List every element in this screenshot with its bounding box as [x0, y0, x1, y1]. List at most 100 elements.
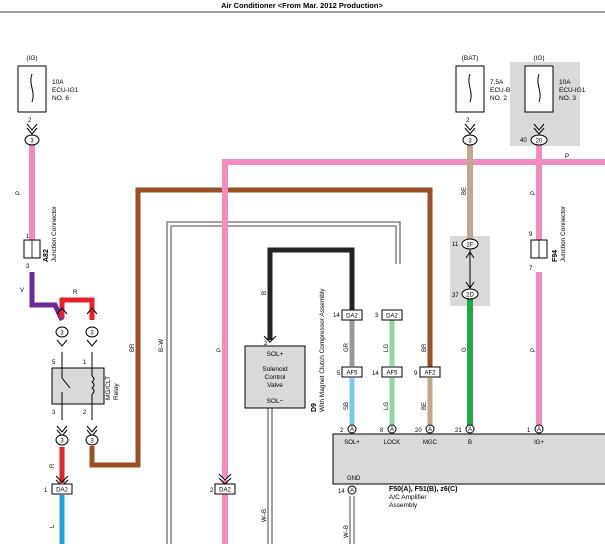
wire-br: [89, 187, 433, 468]
connector-da2-left: 1 DA2: [44, 475, 73, 495]
wire-label-be2: BE: [462, 187, 468, 195]
pin-number: 5: [52, 360, 56, 366]
wire-label-sb: SB: [344, 402, 350, 410]
wire-label-p3: P: [531, 191, 537, 195]
connector-chevron-icon: [263, 335, 277, 343]
amp-pin-sol-plus: 2 A SOL+: [340, 424, 360, 446]
pin-number: 2: [83, 410, 87, 416]
pin-circle: [465, 424, 475, 434]
connector-chevron-icon: [56, 339, 98, 347]
amp-pin-ig-plus: 1 A IG+: [527, 424, 544, 446]
ac-amplifier-assembly: 2 A SOL+ 8 A LOCK 20 A MGC 21 A B 1 A IG…: [332, 424, 605, 509]
pin-circle: [55, 434, 69, 446]
wire-label-lg2: LG: [384, 402, 390, 410]
connector-label: DA2: [346, 314, 358, 320]
fuse-rating: 7.5A: [490, 79, 504, 86]
pin-name: GND: [347, 476, 361, 482]
wire-label-wb: W–B: [262, 509, 268, 522]
connector-af5-b: 14 AF5: [372, 366, 403, 378]
pin-number: 2: [210, 488, 214, 494]
junction-connector-a82: 1 3 A82 Junction Connector: [23, 205, 58, 270]
amplifier-name: A/C Amplifier: [389, 494, 427, 501]
pin-number: 2: [264, 341, 268, 347]
wire-label-b: B: [262, 291, 268, 295]
wire-label-g: G: [462, 347, 468, 352]
relay-body: [51, 367, 105, 405]
connector-da2-top-3: 3 DA2: [375, 309, 403, 321]
connector-code-d9: D9: [311, 403, 318, 412]
pin-number: 40: [520, 138, 527, 144]
wire-label-bw: B–W: [159, 339, 165, 352]
pin-number: 14: [372, 371, 379, 377]
pin-conn: A: [537, 427, 541, 433]
wire-label-p: P: [16, 191, 22, 195]
connector-label: AF5: [386, 371, 398, 377]
valve-top-pin: SOL+: [267, 351, 284, 358]
wire-bw-b: [170, 225, 397, 544]
pin-circle-label: 3: [90, 439, 94, 445]
connector-box: [214, 483, 236, 495]
pin-circle-label: 3: [60, 439, 64, 445]
mg-clt-relay: 3 3 5 1 3 2 3 3 MG/CLT Relay: [51, 307, 120, 446]
pin-circle: [462, 134, 478, 146]
fuse-name: ECU-IG1: [52, 87, 79, 94]
pin-number: 7: [529, 266, 533, 272]
amp-pin-b: 21 A B: [455, 424, 475, 446]
fuse-name: ECU-B: [490, 87, 510, 94]
connector-box: [341, 366, 363, 378]
pin-conn: A: [390, 427, 394, 433]
arrow-icon: [465, 251, 475, 289]
amp-pin-lock: 8 A LOCK: [380, 424, 400, 446]
valve-bottom-pin: SOL−: [267, 398, 284, 405]
pin-name: IG+: [534, 440, 544, 446]
wire-label-r: R: [73, 290, 78, 296]
fuse-supply-label: (BAT): [462, 55, 479, 62]
pin-number: 9: [414, 371, 418, 377]
connector-desc: Junction Connector: [51, 205, 58, 262]
relay-coil-icon: [91, 375, 95, 395]
pin-number: 9: [529, 232, 533, 238]
pin-conn: A: [350, 427, 354, 433]
pin-name: SOL+: [344, 440, 360, 446]
fuse-ig-no6: (IG) 10A ECU-IG1 NO. 6 2 3: [17, 55, 79, 146]
pin-circle: [387, 424, 397, 434]
pin-number: 2: [28, 118, 32, 124]
fuse-rating: 10A: [52, 79, 64, 86]
wire-p-main: [222, 159, 605, 478]
pin-circle-label: 20: [536, 139, 543, 145]
connector-box: [341, 309, 363, 321]
wire-label-be: BE: [422, 402, 428, 410]
pin-circle-label: 3: [30, 139, 34, 145]
connector-chevron-icon: [533, 123, 545, 135]
pin-conn: A: [350, 488, 354, 494]
connector-chevron-icon: [56, 307, 98, 315]
connector-chevron-icon: [464, 123, 476, 135]
pin-circle-label: 3: [90, 331, 94, 337]
fuse-icon: [468, 73, 472, 103]
pin-circle-label: 3: [60, 331, 64, 337]
wire-label-v: V: [20, 288, 24, 294]
pin-conn: A: [468, 427, 472, 433]
amplifier-codes: F50(A), F51(B), z6(C): [389, 486, 457, 493]
fuse-number: NO. 3: [559, 95, 576, 102]
wire-b: [267, 247, 355, 340]
pin-circle: [347, 485, 357, 495]
connector-chevron-icon: [26, 123, 38, 135]
wire-bw-a: [166, 221, 401, 544]
connector-box: [381, 366, 403, 378]
pin-name: LOCK: [384, 440, 400, 446]
connector-box: [419, 366, 441, 378]
pin-number: 21: [455, 428, 462, 434]
wire-label-r2: R: [50, 463, 56, 468]
fuse-icon: [537, 73, 541, 103]
connector-desc-d9: With Magnet Clutch Compressor Assembly: [319, 288, 326, 412]
pin-circle: [425, 424, 435, 434]
pin-number: 3: [52, 410, 56, 416]
pin-number: 37: [452, 293, 459, 299]
pin-circle: [347, 424, 357, 434]
amplifier-sub: Assembly: [389, 502, 418, 509]
amp-pin-gnd: GND 14 A: [338, 476, 361, 495]
pin-name: B: [468, 440, 472, 446]
wire-label-p2: P: [217, 348, 223, 352]
